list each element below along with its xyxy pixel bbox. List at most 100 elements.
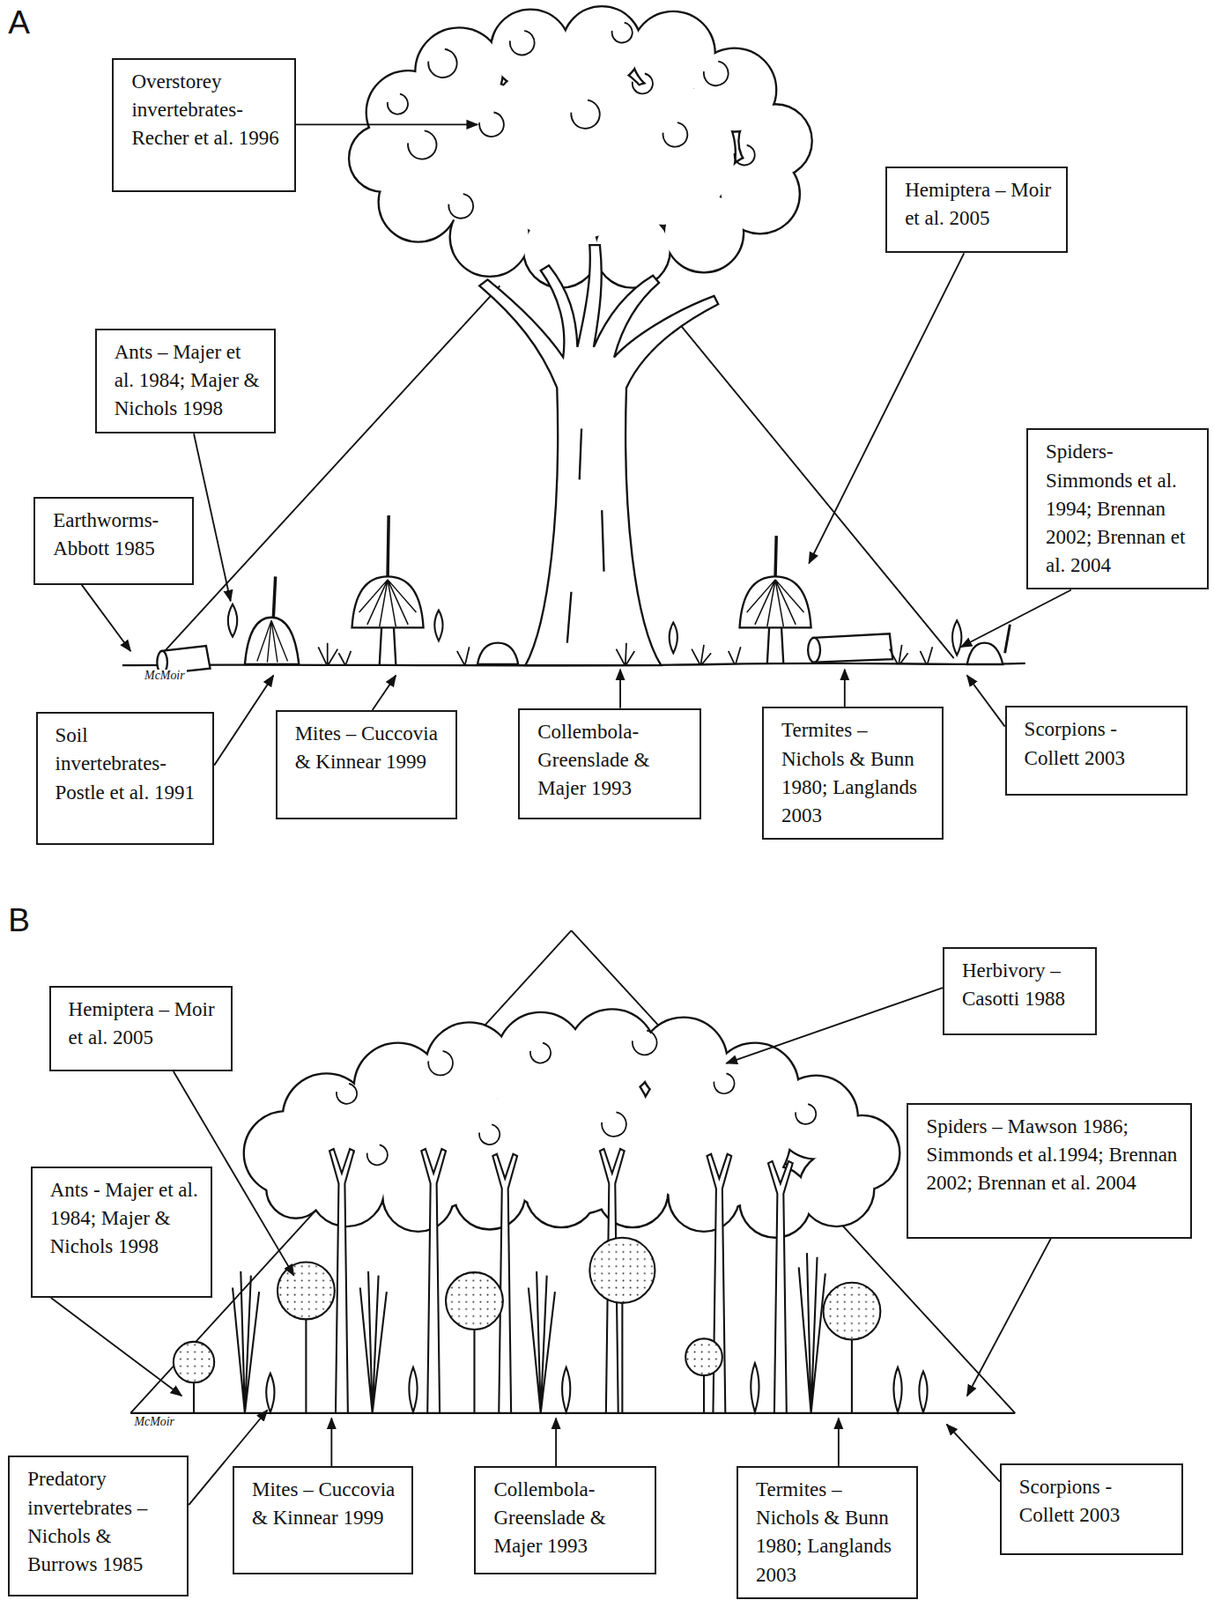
canopy-scribbles bbox=[336, 1030, 816, 1166]
plant-bud bbox=[669, 622, 678, 654]
fallen-log bbox=[156, 633, 893, 674]
canopy-scribbles bbox=[387, 22, 756, 219]
plant-bud bbox=[750, 1362, 759, 1413]
citation-text: Ants - Majer et al. 1984; Majer & Nichol… bbox=[50, 1176, 199, 1262]
grass-tree bbox=[1005, 624, 1011, 653]
plant-bud bbox=[918, 1370, 927, 1412]
tree-canopy bbox=[349, 7, 811, 287]
tree-canopy bbox=[349, 7, 811, 287]
tree-trunk bbox=[329, 1148, 793, 1414]
grass-tree bbox=[352, 576, 424, 628]
citation-text: Earthworms- Abbott 1985 bbox=[52, 506, 180, 563]
grass-tree bbox=[359, 579, 417, 627]
citation-text: Spiders- Simmonds et al. 1994; Brennan 2… bbox=[1045, 437, 1195, 580]
leader-arrow bbox=[947, 1424, 1000, 1482]
leader-arrow bbox=[214, 675, 274, 766]
citation-text: Hemiptera – Moir et al. 2005 bbox=[68, 995, 219, 1052]
citation-box: Spiders – Mawson 1986; Simmonds et al.19… bbox=[906, 1102, 1192, 1239]
plant-bud bbox=[228, 604, 963, 656]
grass-tree bbox=[379, 627, 397, 665]
plant-bud bbox=[952, 620, 962, 655]
citation-box: Ants - Majer et al. 1984; Majer & Nichol… bbox=[30, 1166, 213, 1298]
understorey-tree bbox=[685, 1338, 723, 1376]
citation-text: Spiders – Mawson 1986; Simmonds et al.19… bbox=[925, 1112, 1177, 1199]
plant-bud bbox=[266, 1373, 274, 1413]
grass-tree bbox=[477, 643, 519, 665]
citation-box: Scorpions - Collett 2003 bbox=[1005, 705, 1188, 796]
tree-trunk bbox=[479, 244, 719, 666]
citation-text: Mites – Cuccovia & Kinnear 1999 bbox=[295, 719, 444, 777]
understorey-tree bbox=[445, 1272, 504, 1330]
artist-signature: McMoir bbox=[142, 669, 186, 682]
canopy-cone bbox=[130, 930, 1015, 1414]
tree-trunk bbox=[768, 1161, 793, 1414]
panel-letter: B bbox=[7, 903, 30, 937]
understorey-tree bbox=[173, 1341, 215, 1383]
citation-box: Collembola- Greenslade & Majer 1993 bbox=[473, 1465, 656, 1575]
citation-box: Collembola- Greenslade & Majer 1993 bbox=[518, 708, 701, 820]
plant-bud bbox=[228, 604, 237, 637]
grass-tree bbox=[273, 576, 275, 617]
grass-tree bbox=[244, 617, 299, 665]
grass-tree bbox=[387, 515, 389, 577]
tree-trunk bbox=[479, 244, 719, 666]
understorey-tree bbox=[822, 1282, 881, 1340]
leader-arrow bbox=[51, 1297, 182, 1396]
leader-arrow bbox=[725, 987, 942, 1064]
citation-text: Collembola- Greenslade & Majer 1993 bbox=[537, 718, 687, 804]
grass-tree bbox=[775, 535, 777, 577]
plant-bud bbox=[266, 1362, 927, 1413]
grass-tree bbox=[747, 579, 805, 627]
leader-arrow bbox=[193, 433, 231, 601]
leader-arrow bbox=[967, 1238, 1052, 1396]
citation-text: Ants – Majer et al. 1984; Majer & Nichol… bbox=[114, 338, 262, 424]
leader-arrow bbox=[555, 1418, 557, 1466]
citation-text: Scorpions - Collett 2003 bbox=[1024, 715, 1174, 772]
canopy-cone bbox=[130, 930, 1015, 1414]
fallen-log bbox=[807, 637, 821, 663]
plant-bud bbox=[562, 1367, 570, 1413]
citation-box: Overstorey invertebrates- Recher et al. … bbox=[111, 58, 296, 193]
leader-arrow bbox=[961, 589, 1072, 647]
grass-tree bbox=[244, 515, 1010, 665]
leader-arrow bbox=[372, 675, 397, 711]
citation-box: Herbivory – Casotti 1988 bbox=[942, 947, 1097, 1037]
citation-box: Termites – Nichols & Bunn 1980; Langland… bbox=[762, 706, 944, 840]
citation-text: Soil invertebrates- Postle et al. 1991 bbox=[55, 721, 201, 807]
citation-box: Earthworms- Abbott 1985 bbox=[33, 496, 194, 585]
tree-trunk bbox=[567, 428, 605, 643]
grass-tuft bbox=[318, 643, 933, 665]
citation-text: Hemiptera – Moir et al. 2005 bbox=[904, 176, 1054, 233]
leader-arrow bbox=[330, 1418, 333, 1466]
grass-tree bbox=[257, 620, 289, 662]
plant-bud bbox=[893, 1367, 902, 1413]
citation-box: Mites – Cuccovia & Kinnear 1999 bbox=[275, 710, 458, 820]
citation-box: Mites – Cuccovia & Kinnear 1999 bbox=[232, 1465, 414, 1575]
canopy-scribbles bbox=[387, 22, 756, 219]
sedge-plant bbox=[232, 1252, 826, 1414]
citation-text: Overstorey invertebrates- Recher et al. … bbox=[131, 67, 282, 154]
citation-text: Predatory invertebrates – Nichols & Burr… bbox=[27, 1465, 175, 1579]
grass-tree bbox=[767, 627, 785, 665]
understorey-tree bbox=[589, 1237, 655, 1303]
tree-trunk bbox=[421, 1148, 446, 1414]
citation-box: Soil invertebrates- Postle et al. 1991 bbox=[36, 711, 215, 845]
leader-arrow bbox=[81, 584, 132, 652]
citation-box: Ants – Majer et al. 1984; Majer & Nichol… bbox=[95, 328, 276, 434]
citation-box: Spiders- Simmonds et al. 1994; Brennan 2… bbox=[1026, 428, 1209, 590]
grass-tree bbox=[967, 643, 1004, 665]
canopy-scribbles bbox=[336, 1030, 816, 1166]
citation-box: Predatory invertebrates – Nichols & Burr… bbox=[7, 1455, 189, 1597]
understorey-tree bbox=[173, 1237, 881, 1414]
plant-bud bbox=[408, 1367, 417, 1413]
citation-text: Mites – Cuccovia & Kinnear 1999 bbox=[251, 1475, 400, 1533]
panel-letter: A bbox=[7, 6, 30, 39]
citation-text: Scorpions - Collett 2003 bbox=[1019, 1473, 1170, 1530]
grass-tree bbox=[740, 576, 812, 628]
leader-arrow bbox=[967, 675, 1006, 727]
sedge-plant bbox=[232, 1252, 826, 1414]
leader-arrow bbox=[296, 123, 478, 126]
leader-arrow bbox=[837, 1418, 840, 1466]
citation-text: Herbivory – Casotti 1988 bbox=[962, 956, 1083, 1014]
